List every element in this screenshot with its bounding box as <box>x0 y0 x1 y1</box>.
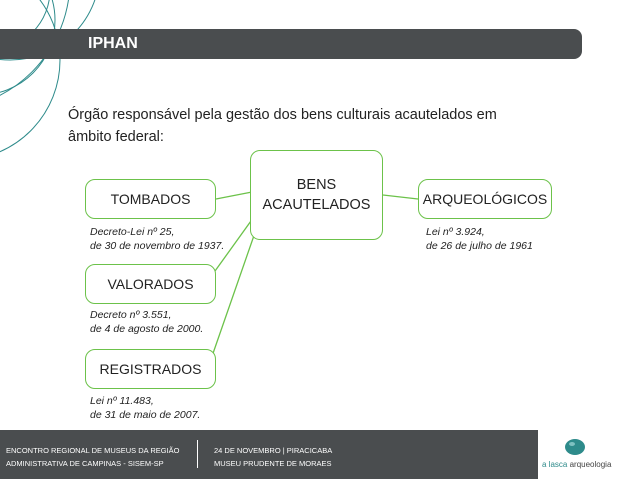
law-line: de 26 de julho de 1961 <box>426 240 533 252</box>
stone-logo-icon <box>565 439 585 455</box>
law-line: Decreto-Lei nº 25, <box>90 226 175 238</box>
footer-event-line: ADMINISTRATIVA DE CAMPINAS - SISEM-SP <box>6 459 164 468</box>
center-box-bens-acautelados: BENS ACAUTELADOS <box>250 150 383 240</box>
law-arqueologicos: Lei nº 3.924, de 26 de julho de 1961 <box>426 225 533 253</box>
box-registrados-label: REGISTRADOS <box>99 361 202 377</box>
law-line: de 4 de agosto de 2000. <box>90 323 204 335</box>
footer-date-line: 24 DE NOVEMBRO | PIRACICABA <box>214 446 333 455</box>
box-valorados: VALORADOS <box>85 264 216 304</box>
connector-tombados <box>215 191 253 200</box>
box-tombados: TOMBADOS <box>85 179 216 219</box>
box-registrados: REGISTRADOS <box>85 349 216 389</box>
law-valorados: Decreto nº 3.551, de 4 de agosto de 2000… <box>90 308 203 336</box>
box-valorados-label: VALORADOS <box>107 276 194 292</box>
law-line: Lei nº 11.483, <box>90 395 154 407</box>
slide-title: IPHAN <box>88 35 138 52</box>
footer-date-venue: 24 DE NOVEMBRO | PIRACICABA MUSEU PRUDEN… <box>214 444 332 470</box>
logo-text: a lasca arqueologia <box>542 460 611 469</box>
law-line: Lei nº 3.924, <box>426 226 485 238</box>
footer-event: ENCONTRO REGIONAL DE MUSEUS DA REGIÃO AD… <box>6 444 180 470</box>
logo-suffix: arqueologia <box>569 460 612 469</box>
footer-divider <box>197 440 198 468</box>
box-tombados-label: TOMBADOS <box>110 191 191 207</box>
center-box-line-1: BENS <box>296 177 337 193</box>
box-arqueologicos-label: ARQUEOLÓGICOS <box>422 191 548 207</box>
intro-text: Órgão responsável pela gestão dos bens c… <box>68 107 497 145</box>
center-box-line-2: ACAUTELADOS <box>262 197 371 213</box>
decorative-circles <box>0 0 96 153</box>
connector-arqueologicos <box>382 194 419 200</box>
law-line: de 31 de maio de 2007. <box>90 409 201 421</box>
footer-logo: a lasca arqueologia <box>538 430 638 479</box>
footer-bar: ENCONTRO REGIONAL DE MUSEUS DA REGIÃO AD… <box>0 430 638 479</box>
law-line: Decreto nº 3.551, <box>90 309 172 321</box>
law-tombados: Decreto-Lei nº 25, de 30 de novembro de … <box>90 225 224 253</box>
law-line: de 30 de novembro de 1937. <box>90 240 225 252</box>
logo-prefix: a lasca <box>542 460 568 469</box>
box-arqueologicos: ARQUEOLÓGICOS <box>418 179 552 219</box>
law-registrados: Lei nº 11.483, de 31 de maio de 2007. <box>90 394 200 422</box>
footer-venue-line: MUSEU PRUDENTE DE MORAES <box>214 459 332 468</box>
title-bar: IPHAN <box>0 29 582 59</box>
footer-event-line: ENCONTRO REGIONAL DE MUSEUS DA REGIÃO <box>6 446 180 455</box>
